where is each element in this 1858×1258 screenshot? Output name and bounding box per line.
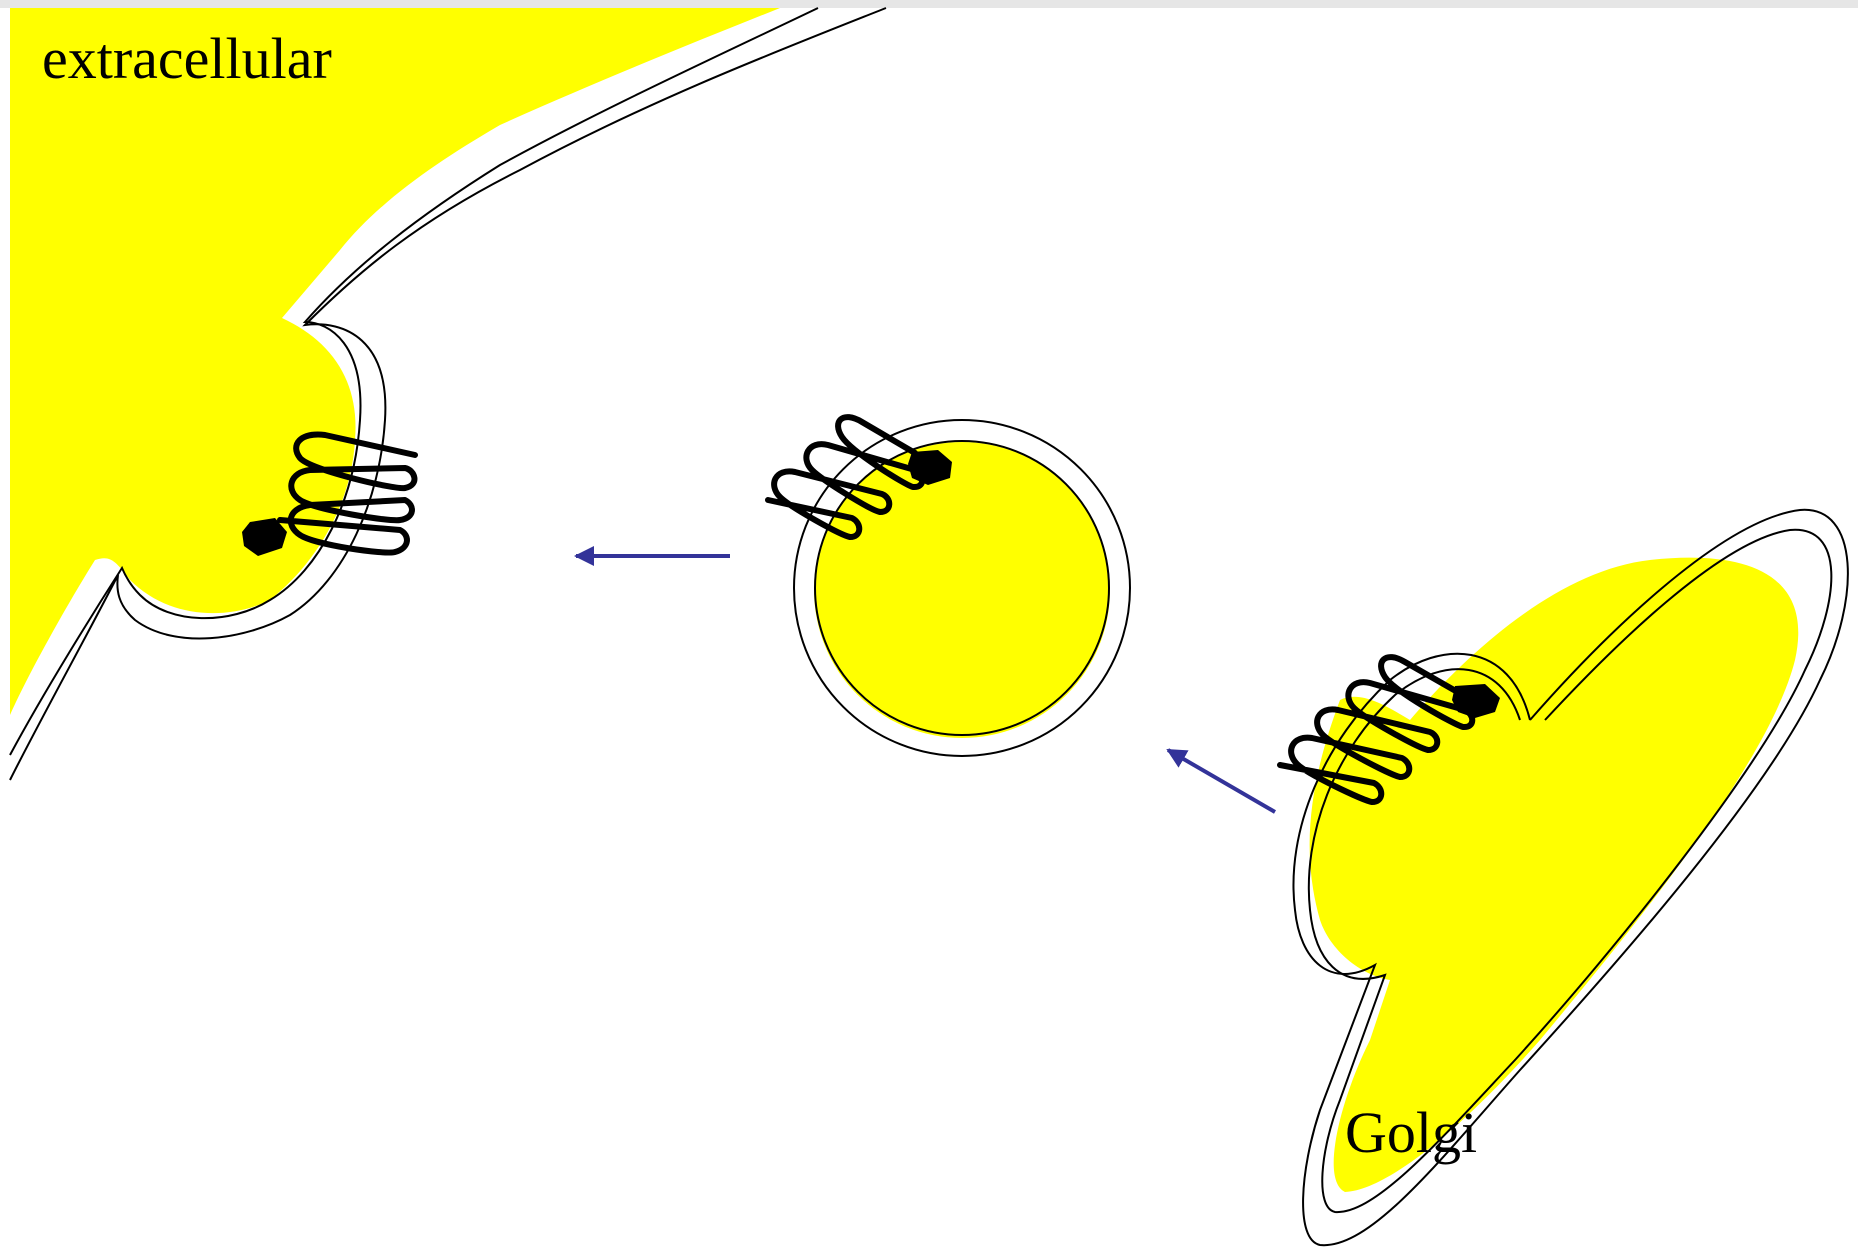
receptor-golgi (1277, 654, 1500, 805)
golgi-label: Golgi (1345, 1100, 1477, 1165)
vesicle-outer-membrane (793, 419, 1131, 757)
seven-tm-helix (277, 431, 418, 556)
extracellular-label: extracellular (42, 26, 332, 91)
golgi-inner-membrane (1307, 528, 1833, 1214)
membrane-inner-line (9, 7, 819, 756)
transport-arrow-to-vesicle (1166, 748, 1277, 814)
bound-ligand (908, 450, 952, 485)
vesicle-lumen (814, 442, 1110, 738)
receptor-vesicle (765, 414, 952, 540)
plasma-membrane (9, 7, 887, 781)
receptor-plasma-membrane (242, 431, 418, 556)
vesicle-inner-membrane (814, 440, 1110, 736)
seven-tm-helix (765, 414, 926, 540)
extracellular-lumen (10, 8, 780, 715)
golgi-outer-membrane (1292, 508, 1849, 1247)
golgi-lumen (1309, 557, 1799, 1192)
top-bar (0, 0, 1858, 8)
golgi-compartment (1292, 508, 1849, 1247)
bound-ligand (1452, 684, 1500, 718)
transport-vesicle (793, 419, 1131, 757)
seven-tm-helix (1277, 654, 1478, 805)
membrane-outer-line (9, 7, 887, 781)
bound-ligand (242, 518, 287, 556)
